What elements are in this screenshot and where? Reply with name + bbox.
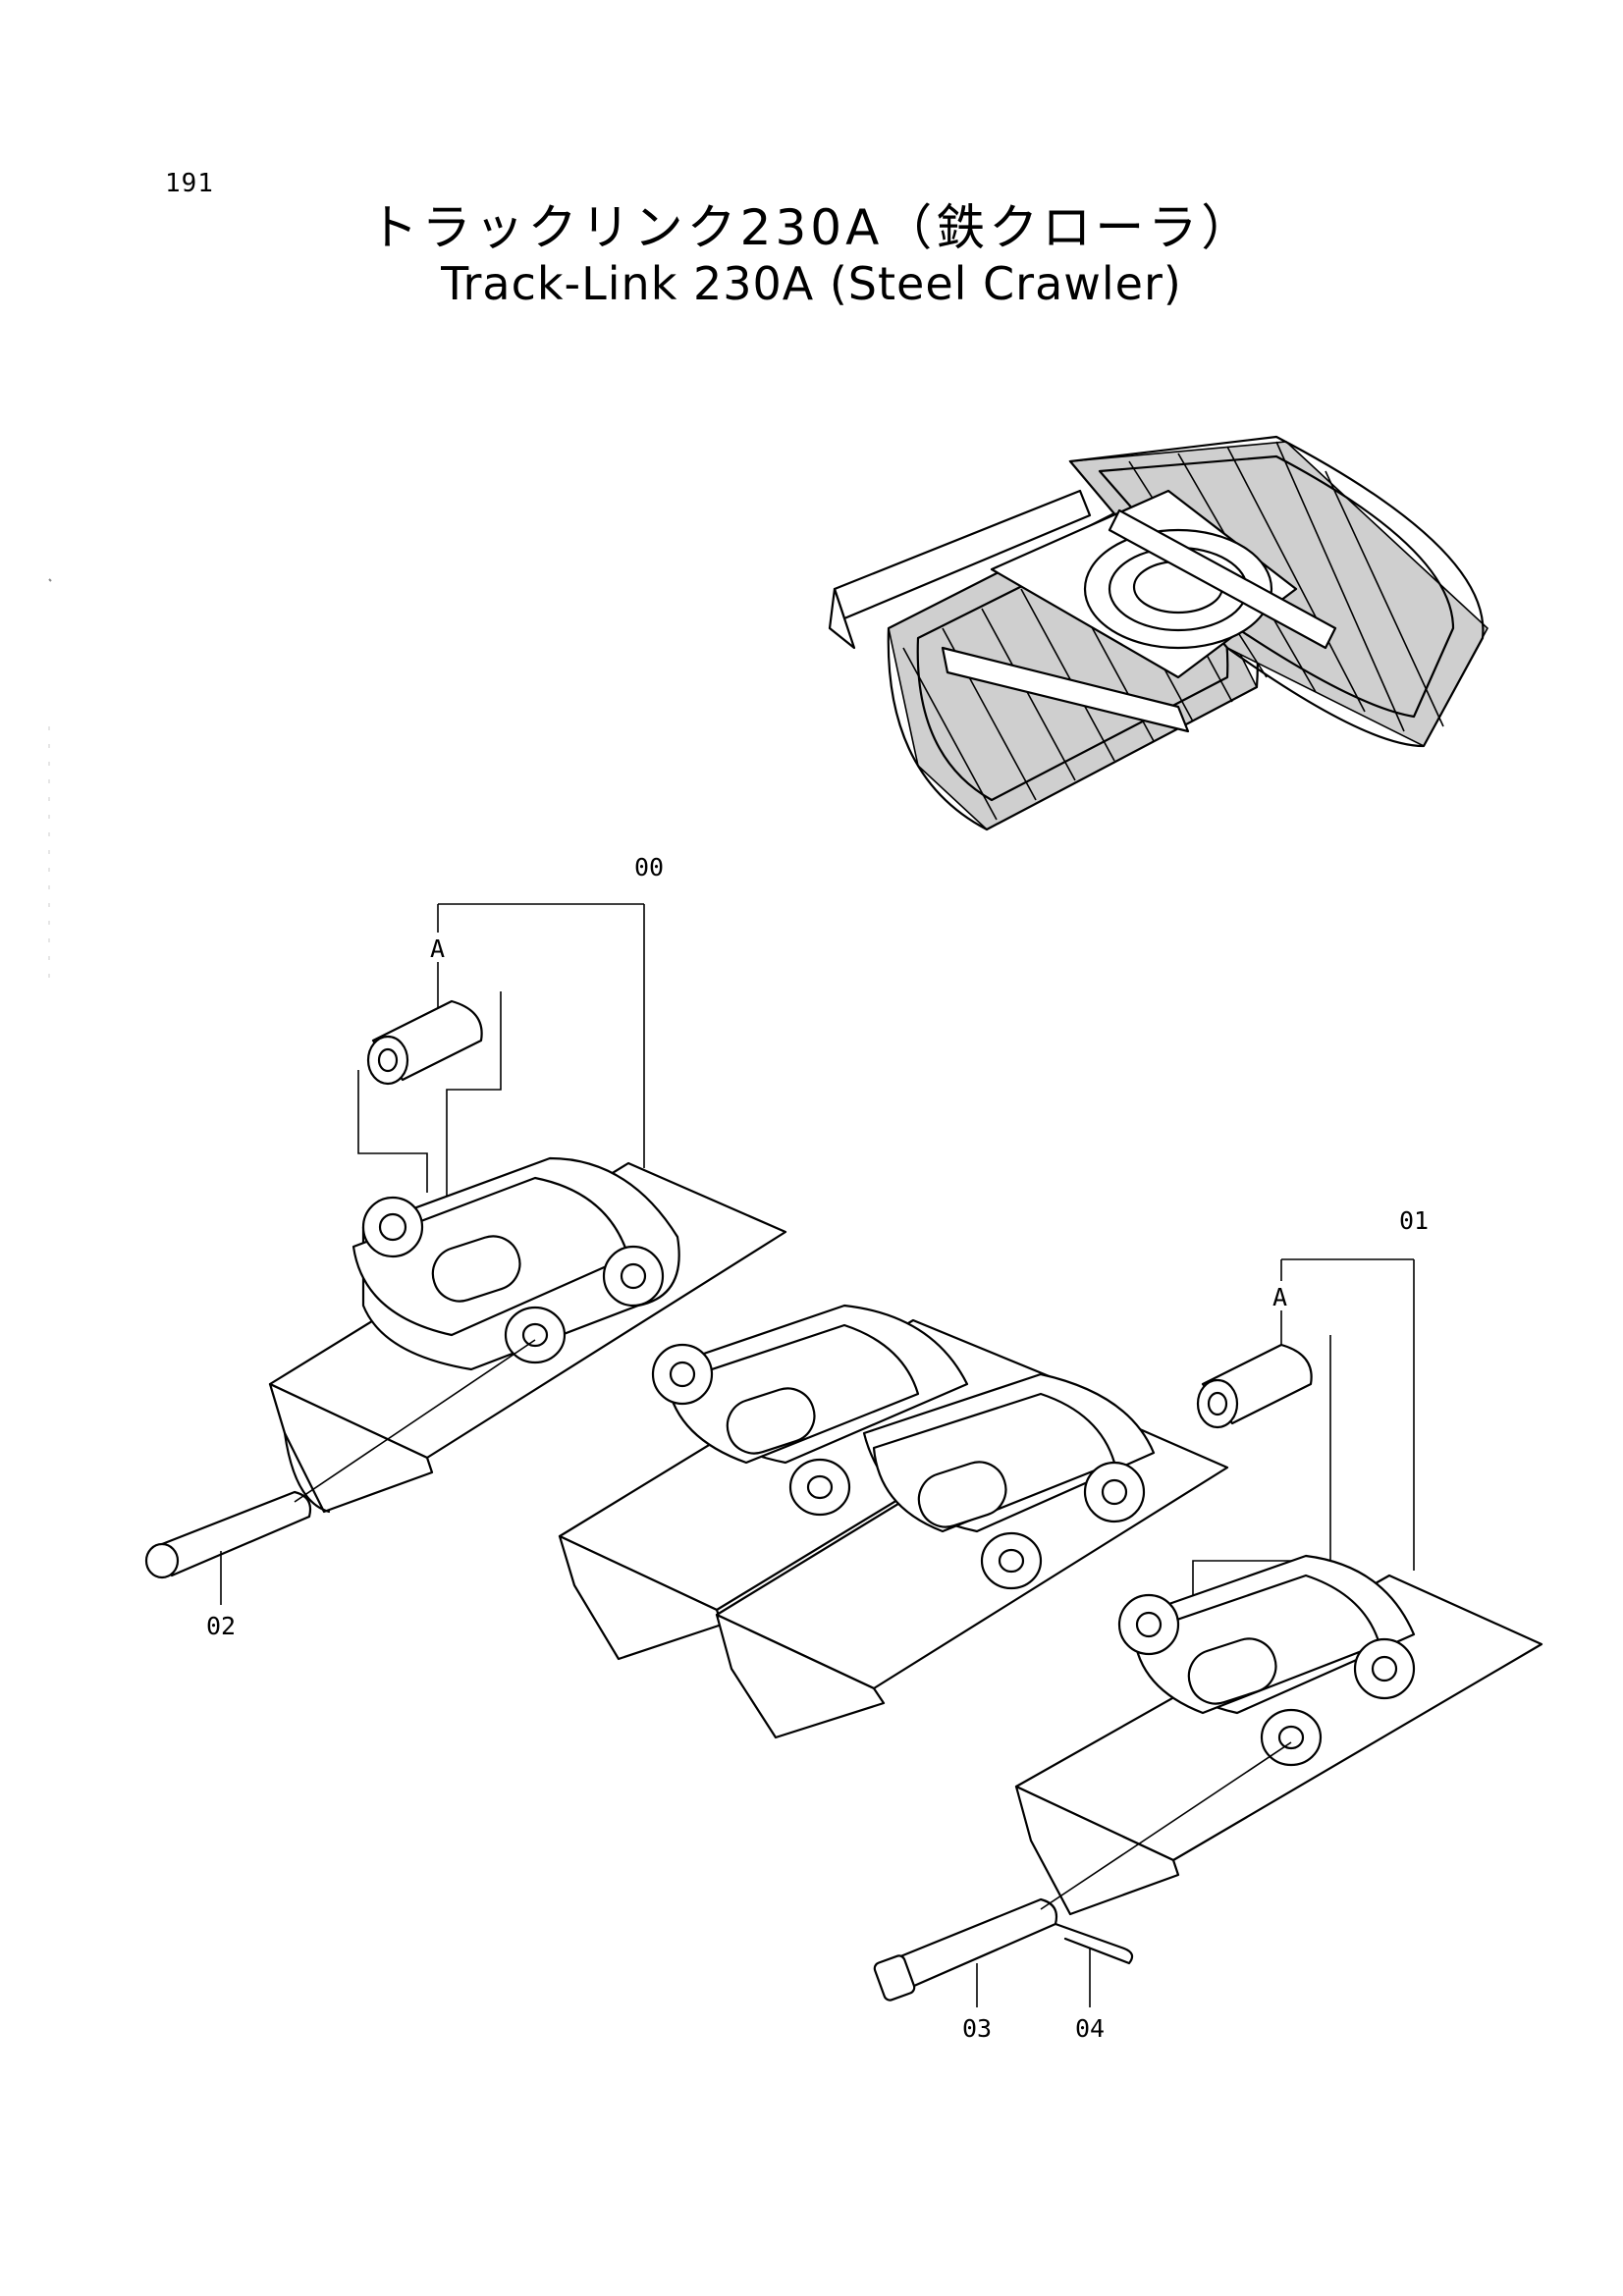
undercarriage-overview-illustration [828,435,1488,831]
track-link-right-assembly [1014,1554,1543,1916]
bushing-left [357,991,502,1207]
pin-03 [873,1741,1292,2007]
ref-a-right: A [1272,1283,1287,1311]
callout-02: 02 [206,1612,236,1640]
track-link-left-assembly [268,1156,787,1514]
callout-00: 00 [634,853,664,881]
margin-marks [48,578,52,982]
callout-03: 03 [962,2014,992,2043]
track-link-center-assembly [558,1304,1229,1739]
callout-01: 01 [1399,1206,1429,1235]
ref-a-left: A [430,934,445,963]
callout-01-leader [1280,1258,1415,1571]
page-number: 191 [165,169,214,198]
callout-04: 04 [1075,2014,1105,2043]
cotter-pin-04 [1054,1922,1134,2007]
bushing-right [1192,1335,1331,1629]
title-japanese: トラックリンク230A（鉄クローラ） [368,199,1255,256]
title-english: Track-Link 230A (Steel Crawler) [441,257,1182,310]
pin-02 [144,1339,536,1605]
